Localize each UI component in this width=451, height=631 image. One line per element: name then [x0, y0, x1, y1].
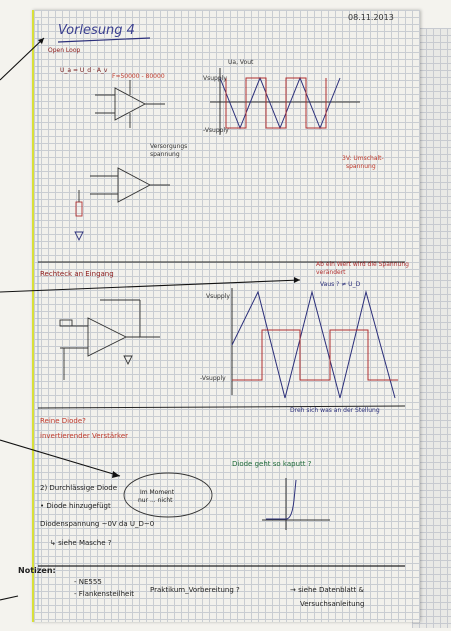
svg-text:→ siehe Datenblatt &: → siehe Datenblatt &	[290, 586, 365, 594]
svg-text:Versorgungs: Versorgungs	[150, 143, 187, 150]
page-date: 08.11.2013	[348, 13, 394, 22]
opamp-circuit-2	[74, 167, 170, 242]
svg-text:spannung: spannung	[150, 151, 180, 158]
svg-text:Vsupply: Vsupply	[206, 293, 230, 300]
thought-cloud	[123, 472, 213, 518]
diode-curve	[262, 478, 330, 530]
svg-text:-Vsupply: -Vsupply	[200, 375, 226, 382]
svg-text:Ua, Vout: Ua, Vout	[228, 59, 254, 66]
svg-text:Diode geht so kaputt ?: Diode geht so kaputt ?	[232, 460, 312, 468]
svg-text:- NE555: - NE555	[74, 578, 102, 586]
svg-text:Dreh sich was an der Stellung: Dreh sich was an der Stellung	[290, 407, 380, 414]
svg-text:F≈50000 - 80000: F≈50000 - 80000	[112, 73, 165, 80]
svg-text:Diodenspannung ~0V da U_D~0: Diodenspannung ~0V da U_D~0	[40, 520, 154, 528]
svg-text:Vsupply: Vsupply	[203, 75, 227, 82]
svg-text:2) Durchlässige Diode: 2) Durchlässige Diode	[40, 484, 117, 492]
svg-text:Ab ein Wert wird die Spannung: Ab ein Wert wird die Spannung	[316, 261, 409, 268]
annotation-arrows	[0, 37, 301, 601]
svg-text:Praktikum_Vorbereitung ?: Praktikum_Vorbereitung ?	[150, 586, 240, 594]
svg-text:nur ... nicht: nur ... nicht	[138, 497, 173, 504]
svg-text:Vaus ? ≠ U_D: Vaus ? ≠ U_D	[320, 281, 361, 288]
svg-text:Rechteck an Eingang: Rechteck an Eingang	[40, 270, 114, 278]
svg-text:verändert: verändert	[316, 269, 346, 276]
svg-text:• Diode hinzugefügt: • Diode hinzugefügt	[40, 502, 111, 510]
svg-text:Open Loop: Open Loop	[48, 47, 81, 54]
waveform-1	[210, 68, 360, 135]
page-title: Vorlesung 4	[58, 23, 135, 38]
svg-text:3V: Umschalt-: 3V: Umschalt-	[342, 155, 384, 162]
svg-text:U_a = U_d · A_v: U_a = U_d · A_v	[60, 67, 108, 74]
svg-text:Im Moment: Im Moment	[140, 489, 175, 496]
svg-text:Versuchsanleitung: Versuchsanleitung	[300, 600, 364, 608]
opamp-circuit-1	[95, 80, 165, 128]
svg-text:invertierender Verstärker: invertierender Verstärker	[40, 432, 128, 440]
notebook-page	[32, 10, 420, 622]
svg-text:Reine Diode?: Reine Diode?	[40, 417, 86, 425]
opamp-circuit-3	[59, 299, 160, 380]
svg-text:- Flankensteilheit: - Flankensteilheit	[74, 590, 134, 598]
svg-text:↳ siehe Masche ?: ↳ siehe Masche ?	[50, 539, 112, 547]
notes-label: Notizen:	[18, 566, 56, 575]
svg-text:spannung: spannung	[346, 163, 376, 170]
svg-text:-Vsupply: -Vsupply	[203, 127, 229, 134]
waveform-2	[231, 288, 398, 399]
